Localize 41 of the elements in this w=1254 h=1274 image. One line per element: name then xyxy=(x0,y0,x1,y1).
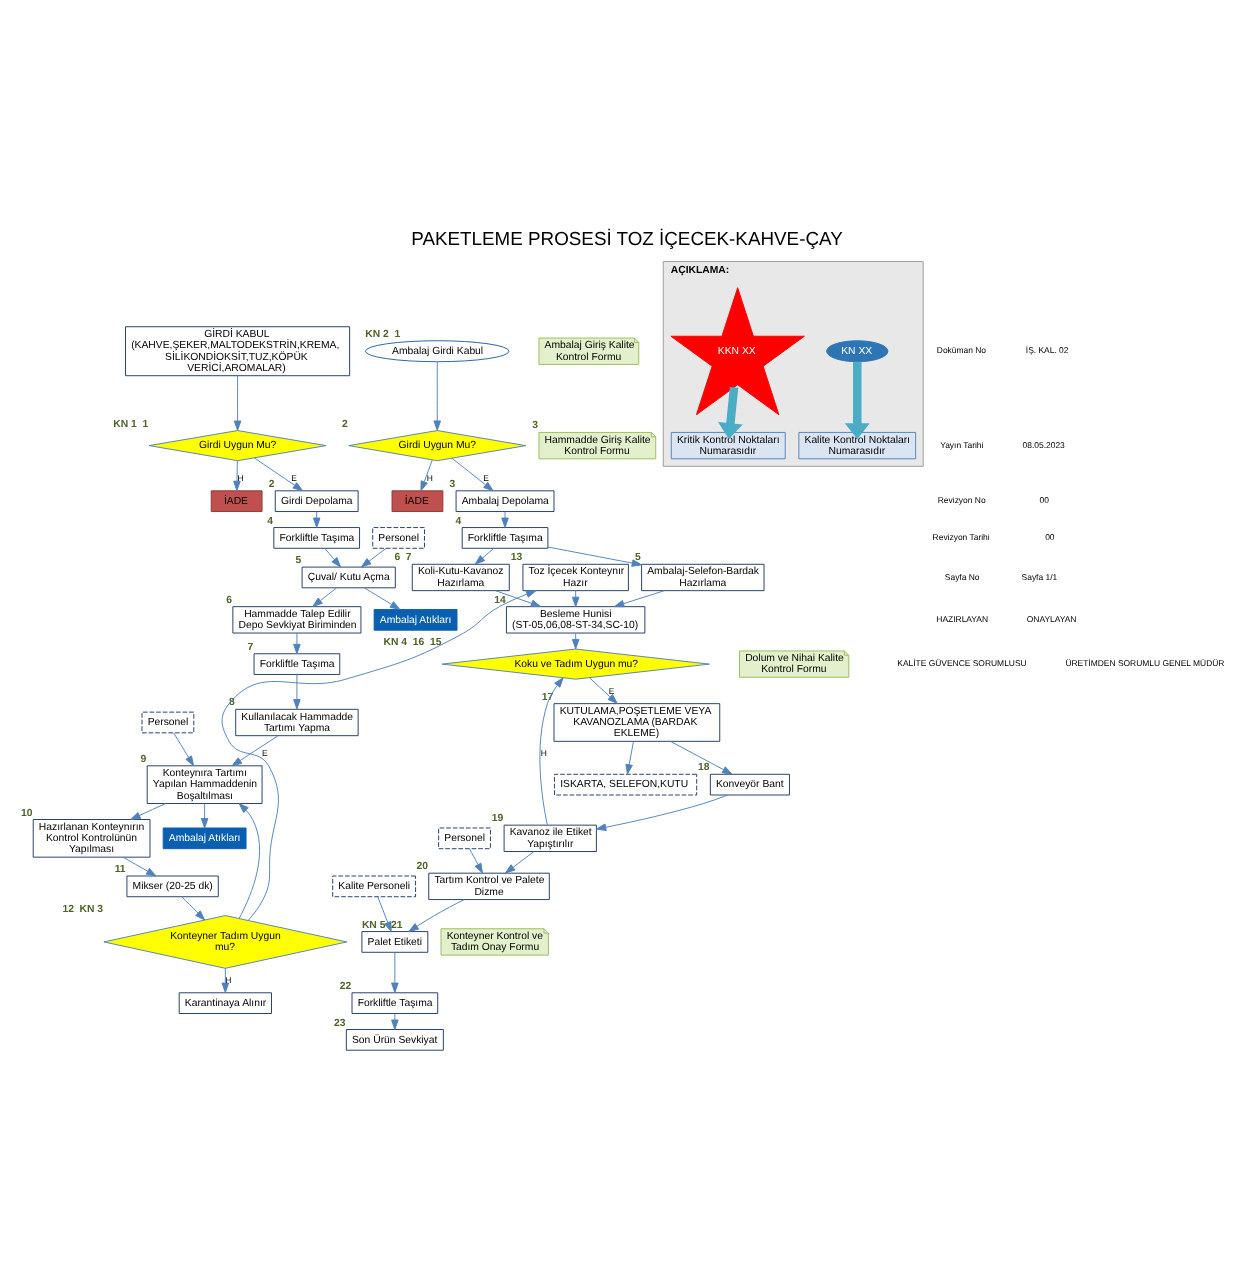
arrow xyxy=(377,895,392,931)
arrow xyxy=(589,676,618,703)
arrow xyxy=(361,546,387,567)
arrow xyxy=(469,847,483,873)
arrow xyxy=(221,589,537,920)
arrow xyxy=(231,734,279,766)
arrow xyxy=(474,546,495,564)
arrow xyxy=(238,802,260,918)
arrow xyxy=(539,676,564,825)
arrow xyxy=(420,458,433,491)
arrow xyxy=(433,360,441,430)
arrow xyxy=(571,589,580,607)
arrow xyxy=(670,739,733,774)
arrow xyxy=(614,589,665,607)
arrow xyxy=(293,673,301,709)
arrow xyxy=(625,740,634,774)
arrow xyxy=(844,361,870,439)
arrow xyxy=(391,950,399,992)
arrow xyxy=(200,802,209,828)
arrow xyxy=(364,586,401,609)
arrow xyxy=(451,456,494,491)
arrow xyxy=(293,631,301,654)
arrow xyxy=(324,546,341,567)
arrow xyxy=(505,850,535,873)
arrow xyxy=(122,855,157,876)
arrow xyxy=(233,374,242,430)
arrow xyxy=(571,631,580,649)
arrow xyxy=(595,793,729,830)
arrow xyxy=(501,510,509,527)
arrow xyxy=(495,589,542,606)
arrow xyxy=(130,802,166,819)
arrow xyxy=(547,545,643,566)
arrow xyxy=(253,456,304,491)
arrow xyxy=(391,1012,399,1029)
arrow xyxy=(312,586,337,606)
diagram-title: PAKETLEME PROSESİ TOZ İÇECEK-KAHVE-ÇAY xyxy=(411,225,843,248)
arrow xyxy=(173,731,195,766)
arrow xyxy=(181,895,206,920)
arrow xyxy=(718,386,743,438)
arrow xyxy=(233,459,241,491)
arrow xyxy=(408,898,465,931)
